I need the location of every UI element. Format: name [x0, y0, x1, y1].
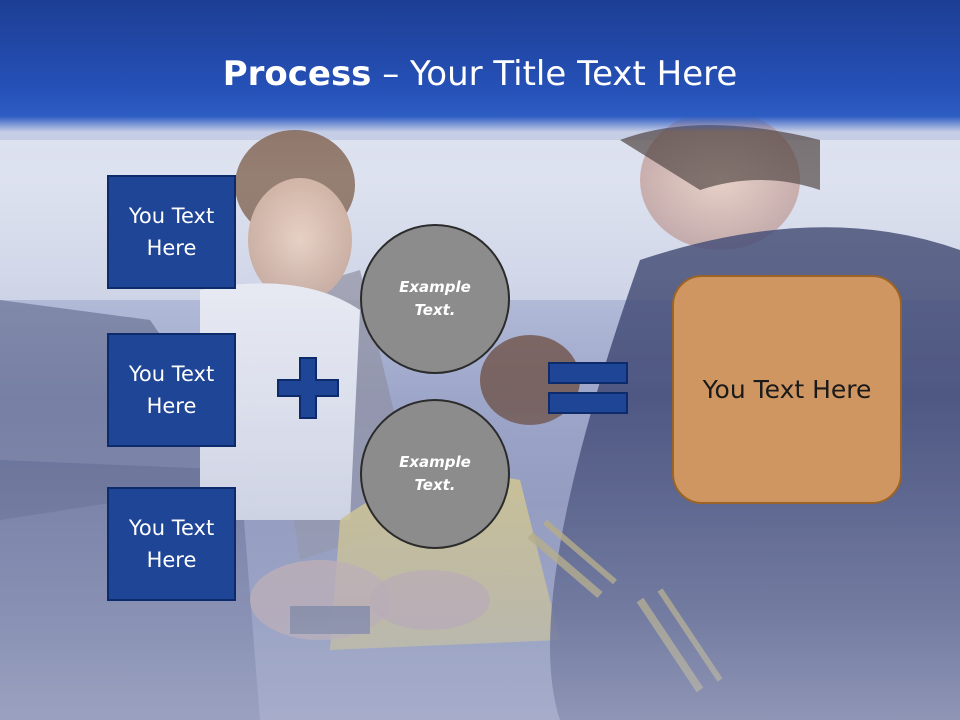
example-circle-1[interactable]: Example Text. — [360, 224, 510, 374]
title-band — [0, 0, 960, 132]
slide-title[interactable]: Process – Your Title Text Here — [0, 52, 960, 96]
input-box-1[interactable]: You Text Here — [107, 175, 236, 289]
input-box-label: You Text Here — [128, 362, 215, 418]
input-box-label: You Text Here — [128, 516, 215, 572]
circle-label: Example Text. — [399, 278, 471, 319]
input-box-2[interactable]: You Text Here — [107, 333, 236, 447]
result-label: You Text Here — [702, 375, 872, 404]
result-box[interactable]: You Text Here — [672, 275, 902, 504]
circle-label: Example Text. — [399, 453, 471, 494]
title-bold: Process — [222, 54, 372, 94]
input-box-label: You Text Here — [128, 204, 215, 260]
title-rest: – Your Title Text Here — [371, 54, 738, 94]
plus-icon — [277, 357, 339, 419]
example-circle-2[interactable]: Example Text. — [360, 399, 510, 549]
input-box-3[interactable]: You Text Here — [107, 487, 236, 601]
equals-icon — [548, 362, 628, 414]
